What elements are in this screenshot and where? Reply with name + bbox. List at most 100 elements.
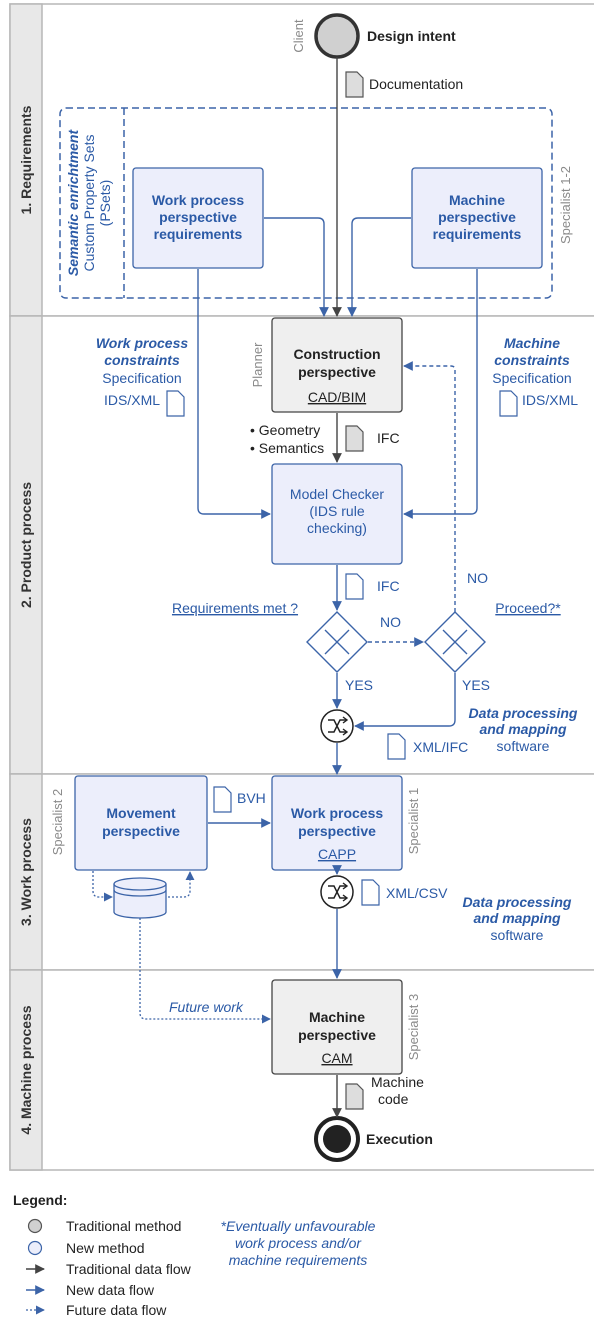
- work-process-constraints-annotation: Work process constraints Specification I…: [96, 335, 189, 417]
- svg-text:IFC: IFC: [377, 578, 400, 594]
- svg-text:IDS/XML: IDS/XML: [104, 392, 160, 408]
- gateway-proceed[interactable]: [424, 611, 486, 673]
- geometry-label: • Geometry: [250, 422, 320, 438]
- task-label: (IDS rule: [309, 503, 364, 519]
- legend-item: Traditional method: [66, 1218, 181, 1234]
- task-movement-perspective[interactable]: Movement perspective: [74, 775, 208, 871]
- task-machine-requirements[interactable]: Machine perspective requirements: [411, 167, 543, 269]
- svg-text:constraints: constraints: [494, 352, 570, 368]
- svg-text:Specification: Specification: [102, 370, 181, 386]
- start-event-label: Design intent: [367, 28, 456, 44]
- svg-text:Machine: Machine: [371, 1074, 424, 1090]
- svg-text:Work process: Work process: [96, 335, 189, 351]
- legend-traditional-method-icon: [27, 1218, 43, 1234]
- svg-text:constraints: constraints: [104, 352, 180, 368]
- role-client: Client: [291, 19, 306, 53]
- legend-note: machine requirements: [229, 1252, 368, 1268]
- task-label: perspective: [298, 1027, 376, 1043]
- task-model-checker[interactable]: Model Checker (IDS rule checking): [271, 463, 403, 565]
- flow-work-req-to-construction: [264, 217, 329, 317]
- gateway-label-proceed: Proceed?*: [495, 600, 561, 616]
- task-label: Work process: [152, 192, 245, 208]
- semantics-label: • Semantics: [250, 440, 324, 456]
- task-construction-perspective[interactable]: Construction perspective CAD/BIM: [271, 317, 403, 413]
- gateway-label-requirements-met: Requirements met ?: [172, 600, 298, 616]
- legend-item: Traditional data flow: [66, 1261, 192, 1277]
- task-label: perspective: [298, 364, 376, 380]
- label-yes-1: YES: [345, 677, 373, 693]
- semantic-enrichment: Semantic enrichtment Custom Property Set…: [65, 129, 113, 277]
- requirements-group: [59, 107, 553, 299]
- xml-ifc-document: XML/IFC: [387, 733, 468, 760]
- svg-text:BVH: BVH: [237, 790, 266, 806]
- task-label: perspective: [159, 209, 237, 225]
- legend-note: *Eventually unfavourable: [221, 1218, 376, 1234]
- svg-text:Specification: Specification: [492, 370, 571, 386]
- flow-m-constraints-to-checker: [403, 269, 478, 519]
- lane-label-product-process: 2. Product process: [18, 482, 34, 608]
- end-event-label: Execution: [366, 1131, 433, 1147]
- data-processing-annotation-1: Data processing and mapping software: [469, 705, 578, 754]
- task-sublabel: CAM: [321, 1050, 352, 1066]
- svg-text:and mapping: and mapping: [479, 721, 567, 737]
- role-specialist-1: Specialist 1: [406, 788, 421, 854]
- legend-item: New method: [66, 1240, 145, 1256]
- end-event-execution[interactable]: Execution: [314, 1116, 433, 1162]
- svg-text:XML/CSV: XML/CSV: [386, 885, 448, 901]
- task-machine-perspective[interactable]: Machine perspective CAM: [271, 979, 403, 1075]
- flow-wp-constraints-to-checker: [197, 269, 271, 519]
- role-specialist-2: Specialist 2: [50, 789, 65, 855]
- database-icon: [113, 877, 167, 919]
- svg-text:Data processing: Data processing: [463, 894, 572, 910]
- lane-requirements: 1. Requirements: [9, 3, 594, 317]
- lane-label-work-process: 3. Work process: [18, 818, 34, 926]
- data-processing-icon-1: [320, 709, 354, 743]
- role-specialist-1-2: Specialist 1-2: [558, 166, 573, 244]
- semantic-enrichment-title: Semantic enrichtment: [65, 129, 81, 277]
- machine-code-document: Machine code: [345, 1074, 424, 1110]
- task-label: checking): [307, 520, 367, 536]
- svg-text:code: code: [378, 1091, 409, 1107]
- legend-note: work process and/or: [235, 1235, 362, 1251]
- flow-proceed-no-back: [403, 361, 456, 612]
- flow-future-db-to-machine: [139, 918, 271, 1024]
- role-specialist-3: Specialist 3: [406, 994, 421, 1060]
- legend-new-method-icon: [27, 1240, 43, 1256]
- task-sublabel: CAPP: [318, 846, 356, 862]
- svg-text:IFC: IFC: [377, 430, 400, 446]
- task-label: Machine: [449, 192, 505, 208]
- legend-item: Future data flow: [66, 1302, 167, 1318]
- svg-text:Data processing: Data processing: [469, 705, 578, 721]
- future-work-label: Future work: [169, 999, 244, 1015]
- task-label: perspective: [102, 823, 180, 839]
- label-no-2: NO: [467, 570, 488, 586]
- label-no-1: NO: [380, 614, 401, 630]
- svg-text:software: software: [491, 927, 544, 943]
- ifc-document-1: IFC: [345, 425, 400, 452]
- semantic-enrichment-line1: Custom Property Sets: [81, 135, 97, 272]
- ids-xml-doc-icon: [499, 390, 518, 417]
- task-label: requirements: [154, 226, 243, 242]
- task-label: perspective: [298, 823, 376, 839]
- legend-item: New data flow: [66, 1282, 155, 1298]
- lane-label-machine-process: 4. Machine process: [18, 1005, 34, 1134]
- documentation-document: Documentation: [345, 71, 463, 98]
- ids-xml-doc-icon: [166, 390, 185, 417]
- task-label: Construction: [293, 346, 380, 362]
- task-work-process-perspective[interactable]: Work process perspective CAPP: [271, 775, 403, 871]
- task-label: Movement: [106, 805, 176, 821]
- lane-label-requirements: 1. Requirements: [18, 105, 34, 214]
- svg-text:XML/IFC: XML/IFC: [413, 739, 468, 755]
- xml-csv-document: XML/CSV: [361, 879, 448, 906]
- machine-constraints-annotation: Machine constraints Specification IDS/XM…: [492, 335, 578, 417]
- data-processing-icon-2: [320, 875, 354, 909]
- bvh-document: BVH: [213, 786, 266, 813]
- task-work-process-requirements[interactable]: Work process perspective requirements: [132, 167, 264, 269]
- gateway-requirements-met[interactable]: [306, 611, 368, 673]
- task-label: requirements: [433, 226, 522, 242]
- task-label: Work process: [291, 805, 384, 821]
- svg-text:and mapping: and mapping: [473, 910, 561, 926]
- semantic-enrichment-line2: (PSets): [97, 180, 113, 227]
- flow-machine-req-to-construction: [347, 217, 411, 317]
